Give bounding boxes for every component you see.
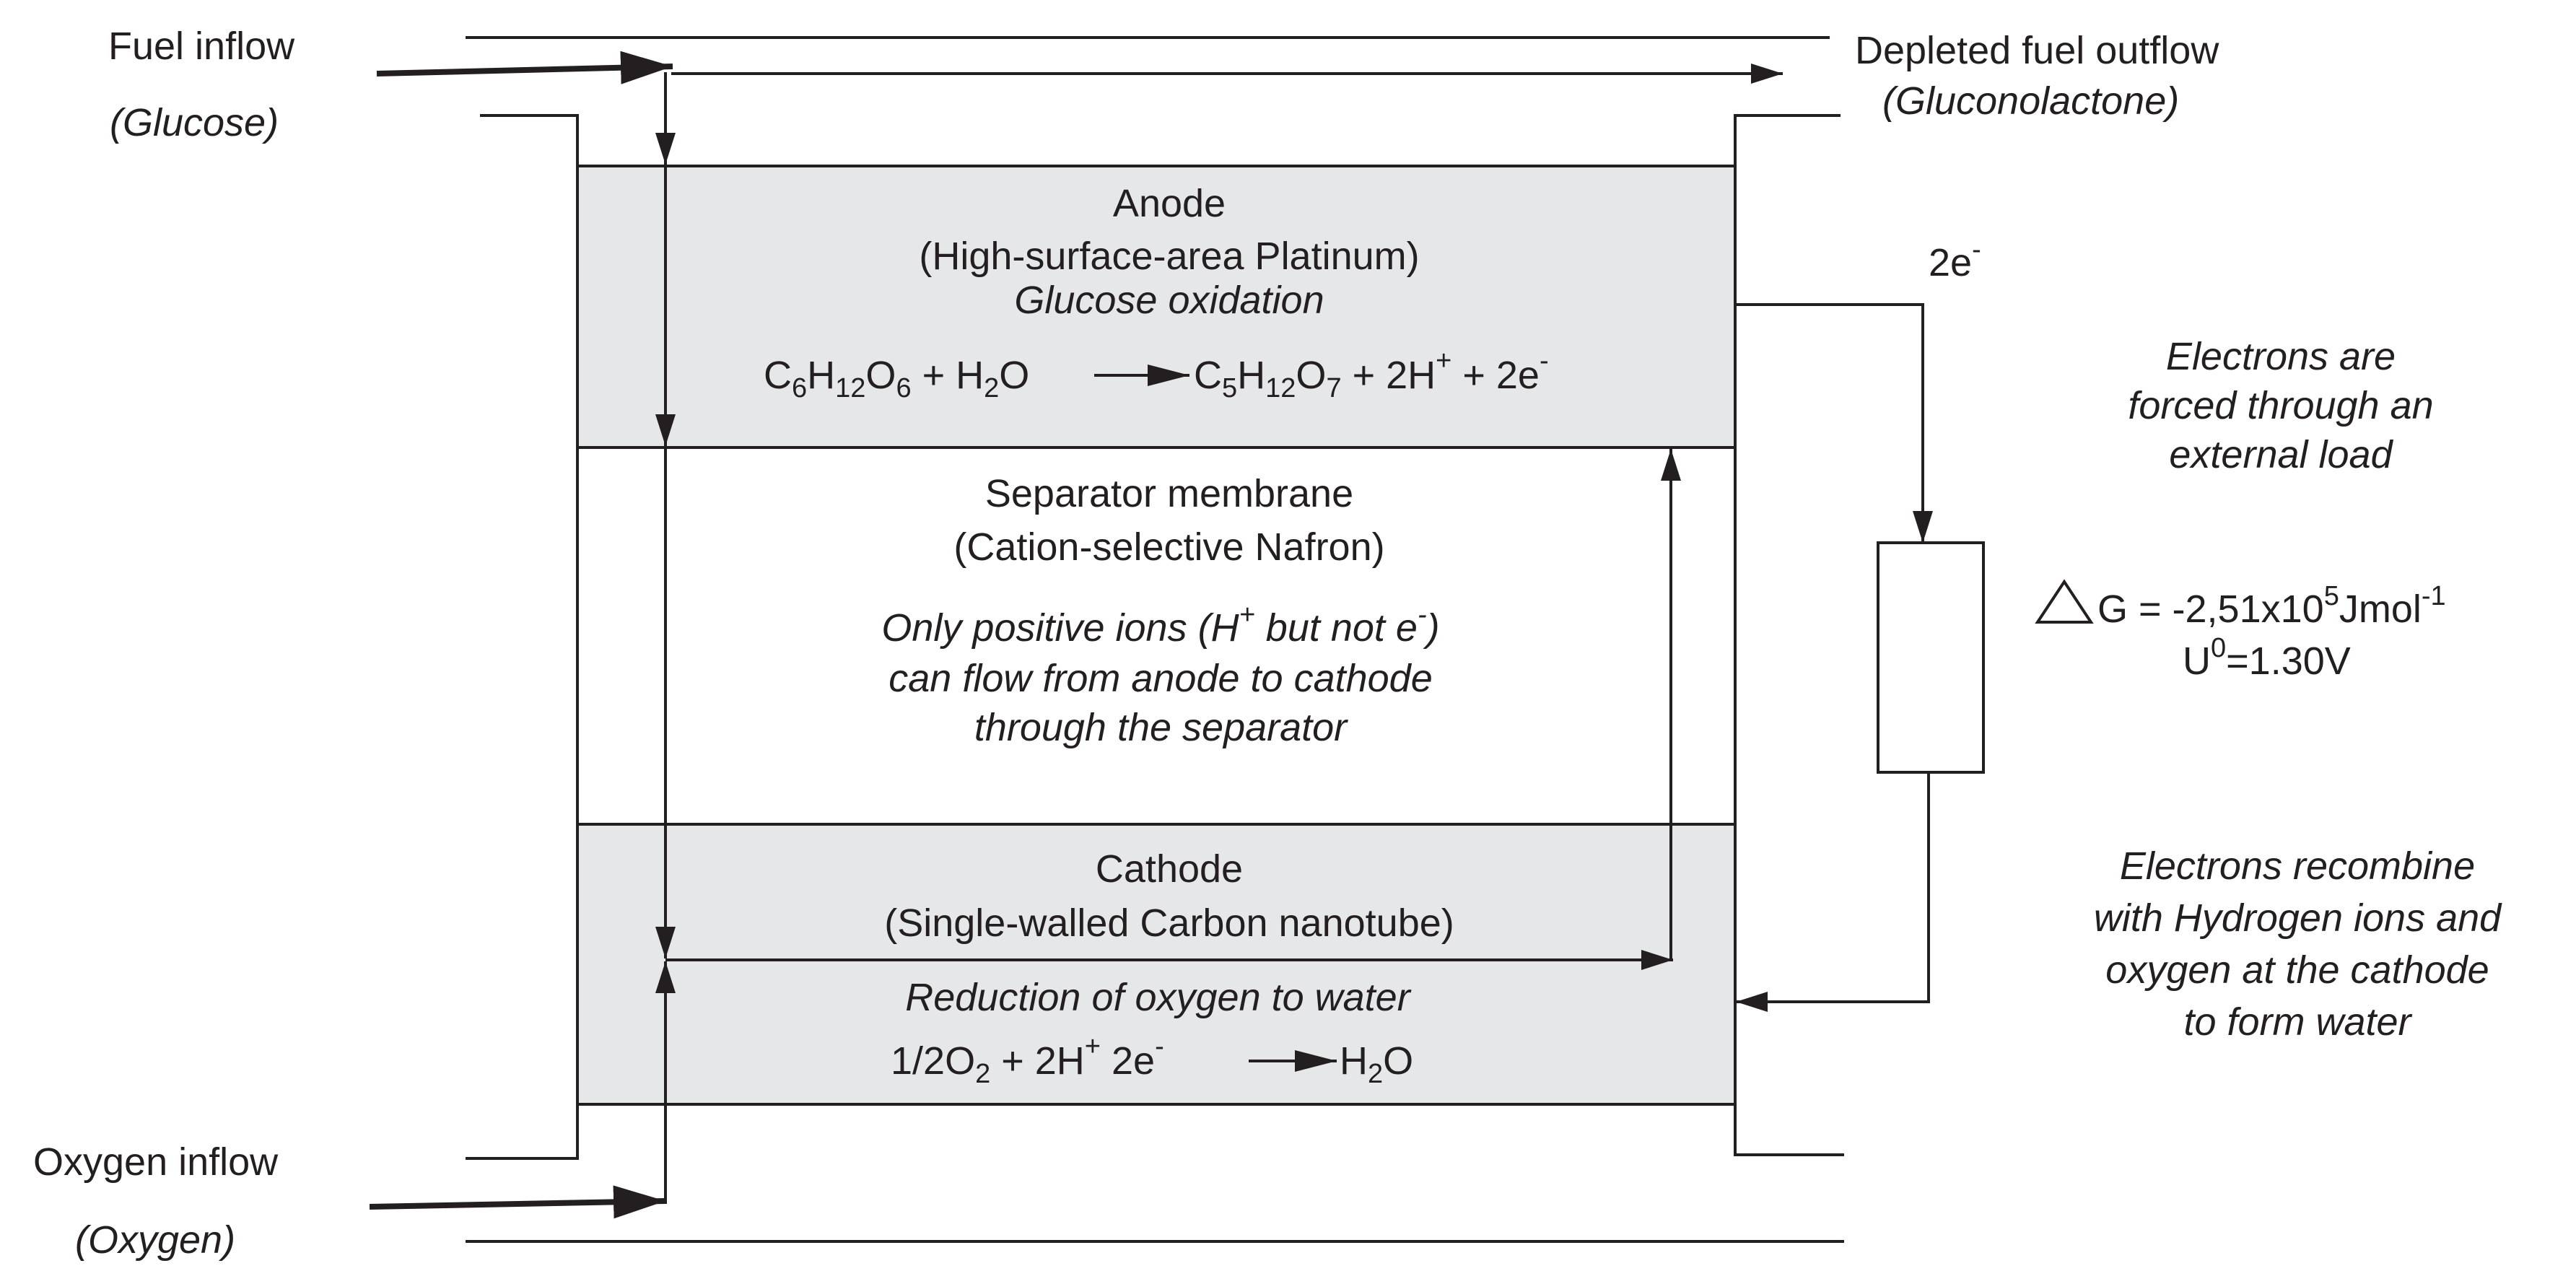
forced-line3: external load <box>2169 433 2393 476</box>
outflow-species-label: (Gluconolactone) <box>1882 79 2179 123</box>
svg-text:1/2O2 + 2H+ 2e-: 1/2O2 + 2H+ 2e- <box>891 1031 1164 1089</box>
forced-line2: forced through an <box>2128 384 2433 427</box>
separator-note-line1: Only positive ions (H+ but not e-) <box>881 600 1439 650</box>
external-circuit <box>1735 303 1985 1012</box>
oxygen-inflow-arrow <box>369 1185 666 1219</box>
forced-line1: Electrons are <box>2166 335 2396 378</box>
cathode-material: (Single-walled Carbon nanotube) <box>884 901 1454 945</box>
separator-title: Separator membrane <box>985 472 1353 515</box>
recombine-line3: oxygen at the cathode <box>2105 948 2489 992</box>
fuel-inflow-label: Fuel inflow <box>108 25 295 68</box>
anode-equation: C6H12O6 + H2O C5H12O7 + 2H+ + 2e- <box>764 346 1549 403</box>
recombine-line2: with Hydrogen ions and <box>2094 896 2502 940</box>
recombine-line1: Electrons recombine <box>2120 844 2475 888</box>
potential-text: U0=1.30V <box>2183 633 2351 683</box>
housing-lines <box>466 36 1844 1243</box>
separator-note-line2: can flow from anode to cathode <box>888 657 1432 700</box>
cathode-title: Cathode <box>1096 847 1243 891</box>
separator-layer <box>576 446 1737 826</box>
svg-text:C5H12O7 + 2H+ + 2e-: C5H12O7 + 2H+ + 2e- <box>1194 346 1549 403</box>
separator-note-line3: through the separator <box>974 706 1348 749</box>
svg-text:C6H12O6 + H2O: C6H12O6 + H2O <box>764 354 1029 403</box>
cathode-equation: 1/2O2 + 2H+ 2e- H2O <box>891 1031 1413 1089</box>
separator-material: (Cation-selective Nafron) <box>953 525 1384 569</box>
cathode-process: Reduction of oxygen to water <box>905 976 1411 1019</box>
flow-arrows <box>369 51 1783 1219</box>
fuel-inflow-arrow <box>376 51 673 84</box>
anode-process: Glucose oxidation <box>1014 279 1324 322</box>
electron-label: 2e- <box>1929 235 1981 284</box>
anode-layer <box>576 165 1737 449</box>
delta-g-text: G = -2,51x105Jmol-1 <box>2097 581 2446 631</box>
svg-text:H2O: H2O <box>1340 1039 1413 1089</box>
recombine-line4: to form water <box>2183 1000 2412 1044</box>
cathode-layer <box>576 823 1737 1106</box>
oxygen-inflow-label: Oxygen inflow <box>33 1140 279 1184</box>
delta-symbol <box>2035 579 2094 624</box>
oxygen-species-label: (Oxygen) <box>75 1218 235 1262</box>
fuel-species-label: (Glucose) <box>110 101 279 144</box>
external-load <box>1877 541 1985 774</box>
outflow-label: Depleted fuel outflow <box>1855 29 2219 72</box>
anode-material: (High-surface-area Platinum) <box>919 235 1419 278</box>
anode-title: Anode <box>1113 182 1226 225</box>
